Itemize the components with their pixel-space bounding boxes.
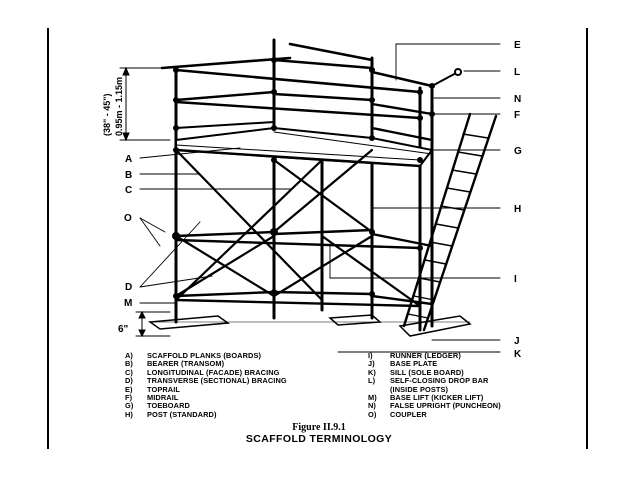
toeboard-height-label: 6" — [118, 324, 129, 335]
couplers — [172, 57, 435, 299]
legend-item: M)BASE LIFT (KICKER LIFT) — [368, 393, 484, 403]
callout-l: L — [514, 67, 520, 78]
callout-g: G — [514, 146, 522, 157]
callout-k: K — [514, 349, 522, 360]
figure-title: SCAFFOLD TERMINOLOGY — [245, 433, 393, 445]
callout-b: B — [125, 170, 132, 181]
callout-f: F — [514, 110, 520, 121]
callout-d: D — [125, 282, 132, 293]
legend-item: H)POST (STANDARD) — [125, 409, 217, 419]
left-leaders — [139, 147, 293, 304]
legend-item: G)TOEBOARD — [125, 401, 190, 411]
platform — [174, 121, 434, 168]
bracing — [174, 148, 422, 308]
legend-item: (INSIDE POSTS) — [390, 384, 449, 394]
callout-i: I — [514, 274, 517, 285]
legend-item: N)FALSE UPRIGHT (PUNCHEON) — [368, 401, 501, 411]
legend-item: L)SELF-CLOSING DROP BAR — [368, 376, 489, 386]
guardrail-dimension — [119, 66, 171, 142]
legend-item: J)BASE PLATE — [368, 359, 438, 369]
guardrail-height-label: 0.95m - 1.15m — [114, 77, 124, 136]
legend-item: K)SILL (SOLE BOARD) — [368, 367, 464, 377]
toprails — [160, 42, 434, 94]
legend-right: I)RUNNER (LEDGER) J)BASE PLATE K)SILL (S… — [368, 351, 568, 419]
callout-n: N — [514, 94, 521, 105]
toeboard-dimension — [135, 310, 171, 338]
callout-e: E — [514, 40, 521, 51]
runners — [174, 228, 434, 308]
callout-j: J — [514, 336, 520, 347]
callout-c: C — [125, 185, 132, 196]
sill-boards — [147, 314, 472, 337]
legend-item: I)RUNNER (LEDGER) — [368, 351, 461, 360]
callout-h: H — [514, 204, 521, 215]
callout-o: O — [124, 213, 132, 224]
legend-item: O)COUPLER — [368, 409, 427, 419]
ladder — [402, 112, 498, 332]
legend-left: A)SCAFFOLD PLANKS (BOARDS) B)BEARER (TRA… — [125, 351, 350, 419]
guardrail-height-inches-label: (38" - 45") — [102, 93, 112, 136]
legend-item: A)SCAFFOLD PLANKS (BOARDS) — [125, 351, 262, 360]
figure-number: Figure II.9.1 — [292, 422, 346, 433]
callout-a: A — [125, 154, 132, 165]
right-leaders — [329, 43, 501, 353]
legend-item: C)LONGITUDINAL (FACADE) BRACING — [125, 367, 280, 377]
legend-item: E)TOPRAIL — [125, 384, 181, 394]
midrails — [174, 90, 434, 120]
legend-item: F)MIDRAIL — [125, 393, 179, 403]
legend-item: B)BEARER (TRANSOM) — [125, 359, 225, 369]
page-border — [47, 28, 588, 449]
legend-item: D)TRANSVERSE (SECTIONAL) BRACING — [125, 376, 287, 386]
drop-bar — [431, 68, 462, 87]
callout-m: M — [124, 298, 132, 309]
